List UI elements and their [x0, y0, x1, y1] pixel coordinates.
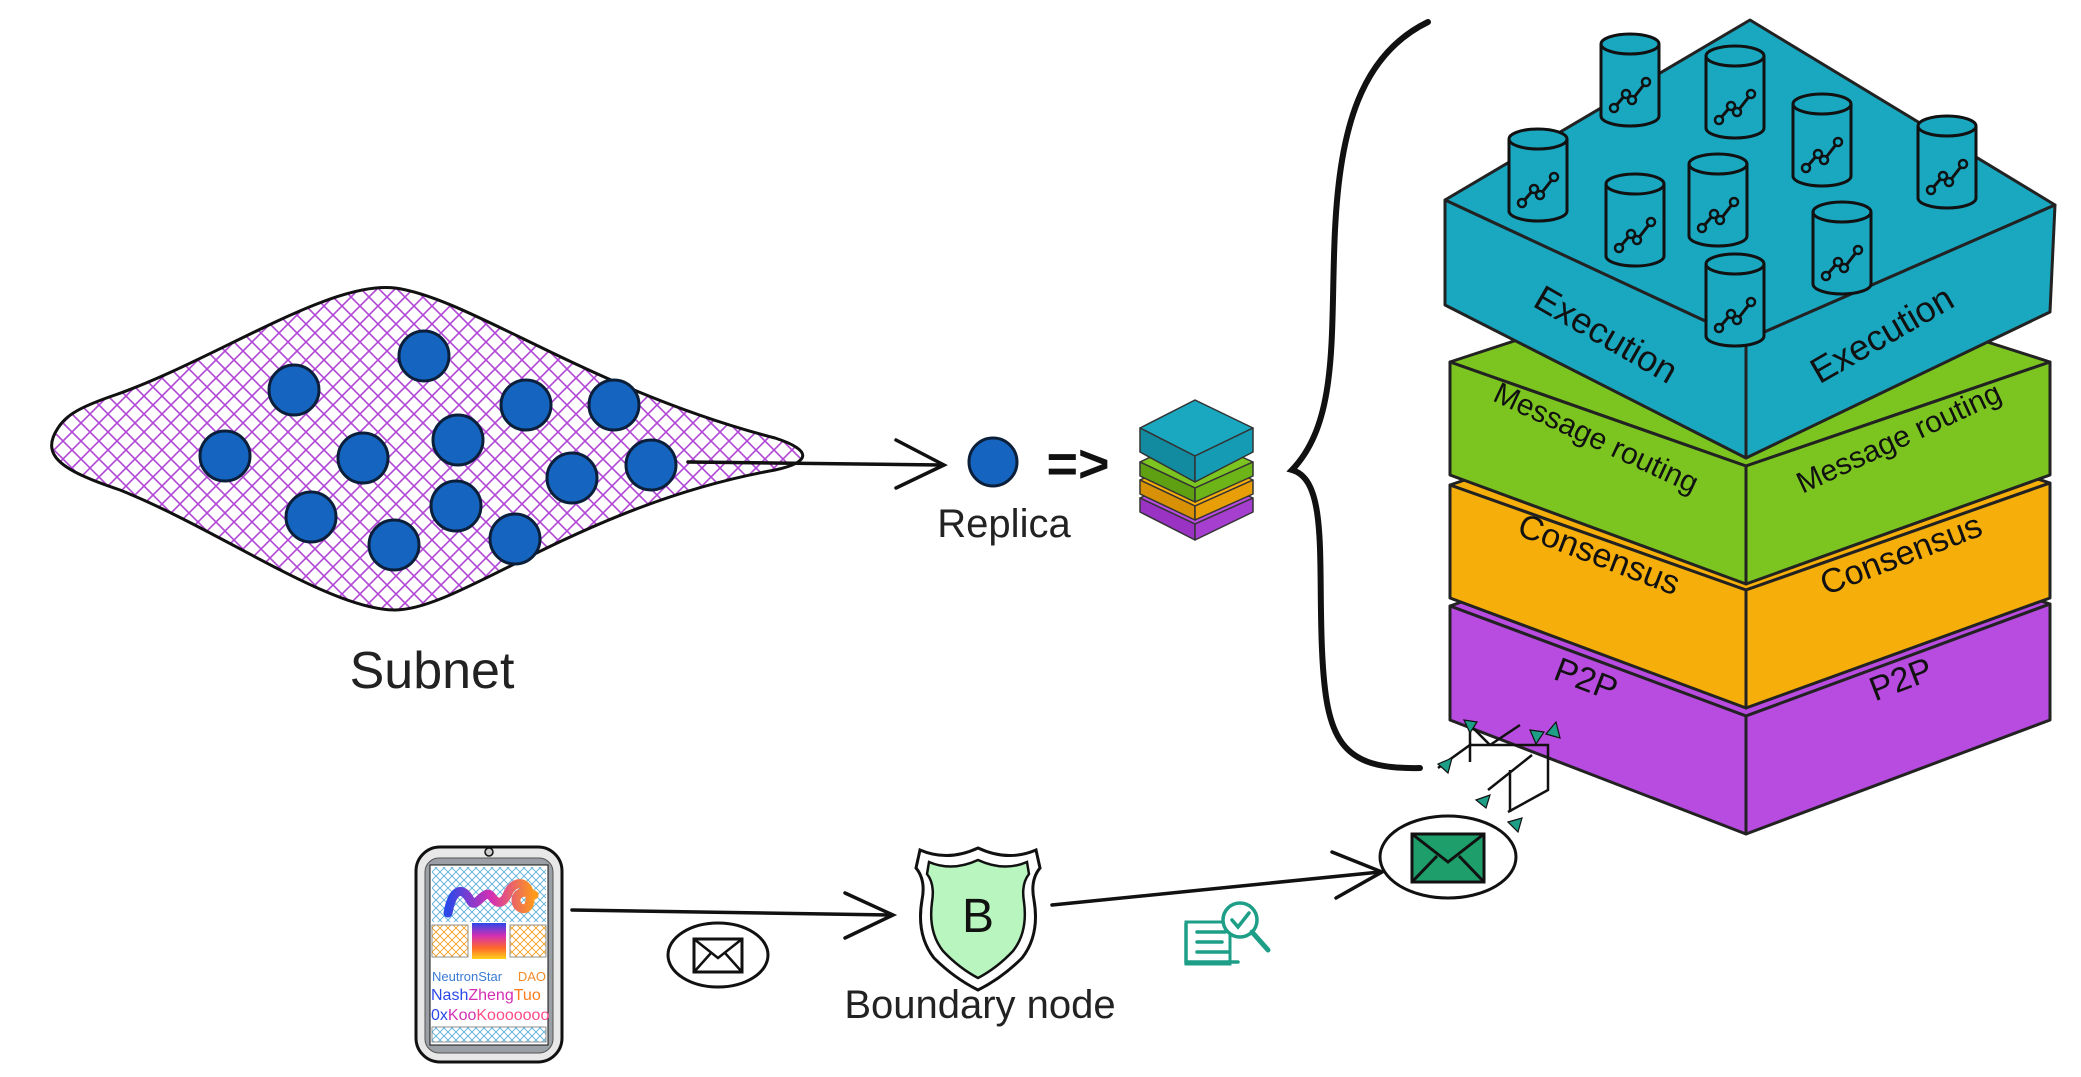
phone-text-line3-b: Koo — [448, 1007, 477, 1024]
phone-tile-gradient — [472, 923, 506, 959]
subnet: Subnet — [50, 285, 805, 700]
canister-icon[interactable] — [1507, 127, 1569, 223]
canister-icon[interactable] — [1811, 200, 1873, 296]
app-logo-icon — [443, 879, 539, 918]
phone-text-line1-right: DAO — [518, 969, 546, 984]
phone-footer — [431, 1026, 547, 1043]
canister-icon[interactable] — [1704, 252, 1766, 348]
subnet-to-replica-arrow — [686, 438, 948, 490]
port-arrowheads — [1436, 719, 1561, 834]
replica-node[interactable] — [488, 512, 542, 566]
replica-node-single[interactable] — [967, 436, 1019, 488]
replica-node[interactable] — [198, 429, 252, 483]
implies-arrow: => — [1046, 434, 1109, 494]
document-verify-icon — [1184, 901, 1271, 966]
replica-label: Replica — [937, 502, 1071, 546]
phone-text-line3: 0xKooKooooooo — [431, 1007, 549, 1024]
replica-node[interactable] — [624, 438, 678, 492]
phone-text-line2: NashZhengTuo — [431, 987, 541, 1004]
replica-node[interactable] — [499, 378, 553, 432]
replica-node[interactable] — [284, 490, 338, 544]
shield-inner — [925, 858, 1031, 980]
replica-node[interactable] — [545, 451, 599, 505]
replica-node[interactable] — [367, 518, 421, 572]
canister-icon[interactable] — [1599, 32, 1661, 128]
canister-icon[interactable] — [1791, 92, 1853, 188]
phone-text-line1-left: NeutronStar — [432, 969, 503, 984]
phone-text-line3-a: 0x — [431, 1007, 448, 1024]
dapp-phone[interactable]: NeutronStar DAO NashZhengTuo 0xKooKooooo… — [414, 845, 564, 1064]
phone-text-line2-b: Zheng — [468, 987, 513, 1004]
canister-icon[interactable] — [1916, 114, 1978, 210]
subnet-label: Subnet — [350, 642, 515, 700]
boundary-node-label: Boundary node — [844, 983, 1115, 1027]
canister-icon[interactable] — [1604, 172, 1666, 268]
canisters — [1507, 32, 1978, 348]
phone-tile-left — [431, 924, 469, 958]
phone-text-line3-c: Kooooooo — [476, 1007, 549, 1024]
request-envelope-small — [666, 921, 770, 989]
phone-tile-right — [509, 924, 547, 958]
curly-brace — [1286, 19, 1431, 772]
canister-icon[interactable] — [1704, 44, 1766, 140]
phone-text-line2-a: Nash — [431, 987, 468, 1004]
replica-node[interactable] — [431, 413, 485, 467]
boundary-to-message-arrow — [1050, 850, 1387, 907]
canister-icon[interactable] — [1687, 152, 1749, 248]
phone-camera-icon — [484, 847, 494, 857]
replica-node[interactable] — [336, 431, 390, 485]
replica-node[interactable] — [267, 363, 321, 417]
replica-layer-stack: P2P P2P Consensus Consensus Message rout… — [1443, 18, 2057, 836]
boundary-node[interactable]: B Boundary node — [844, 846, 1116, 1027]
phone-text-line2-c: Tuo — [514, 987, 541, 1004]
boundary-badge-letter: B — [962, 890, 994, 943]
message-envelope[interactable] — [1378, 814, 1518, 900]
replica-node[interactable] — [429, 479, 483, 533]
phone-to-boundary-arrow — [570, 891, 898, 940]
replica-node[interactable] — [587, 378, 641, 432]
replica-node[interactable] — [397, 329, 451, 383]
subnet-nodes — [198, 329, 678, 572]
subnet-shape — [50, 285, 805, 612]
replica: Replica — [937, 436, 1071, 546]
mini-layer-stack-icon — [1139, 399, 1254, 541]
